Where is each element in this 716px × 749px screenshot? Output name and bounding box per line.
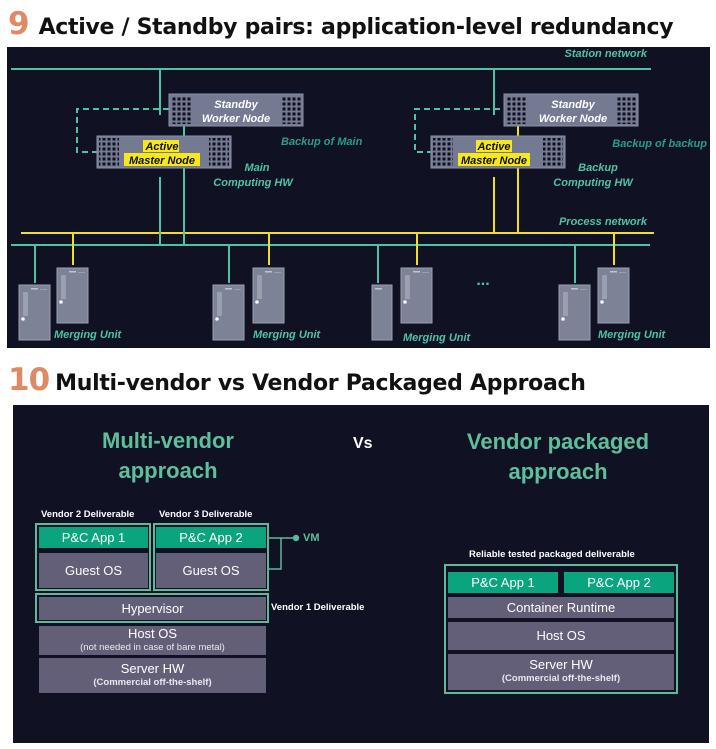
station-network-label: Station network: [564, 48, 647, 60]
more-units-ellipsis: ...: [476, 272, 489, 289]
figure-10-heading: 10 Multi-vendor vs Vendor Packaged Appro…: [8, 362, 586, 398]
vm-connector: [267, 534, 300, 570]
vendor-2-deliverable-label: Vendor 2 Deliverable: [41, 509, 135, 520]
merging-unit-4a: [558, 284, 591, 341]
redundancy-diagram: Station network Process network Standby …: [11, 48, 707, 344]
merging-unit-1a: [18, 284, 51, 341]
redundancy-diagram-panel: Station network Process network Standby …: [7, 47, 710, 348]
merging-unit-label-2: Merging Unit: [253, 329, 322, 341]
vendor-comparison-panel: Multi-vendor approach Vs Vendor packaged…: [13, 405, 709, 743]
svg-text:Active: Active: [144, 141, 178, 153]
figure-number: 9: [8, 6, 30, 42]
backup-of-main-label: Backup of Main: [281, 136, 363, 148]
svg-text:Worker Node: Worker Node: [202, 113, 270, 125]
vm-label: VM: [303, 532, 320, 544]
packaged-host-os-block: Host OS: [448, 622, 674, 650]
pc-app-2-block: P&C App 2: [156, 527, 266, 548]
figure-number: 10: [8, 362, 50, 398]
merging-unit-1b: [56, 267, 89, 324]
svg-text:Master Node: Master Node: [129, 155, 195, 167]
figure-title: Multi-vendor vs Vendor Packaged Approach: [55, 371, 586, 396]
packaged-frame: [444, 564, 678, 694]
pc-app-1-block: P&C App 1: [39, 527, 148, 548]
vendor-3-deliverable-label: Vendor 3 Deliverable: [159, 509, 253, 520]
server-hw-block: Server HW (Commercial off-the-shelf): [39, 658, 266, 693]
merging-unit-label-1: Merging Unit: [54, 329, 123, 341]
packaged-deliverable-label: Reliable tested packaged deliverable: [469, 549, 635, 560]
vendor-packaged-title: Vendor packaged approach: [466, 429, 650, 484]
merging-unit-3a: [371, 284, 393, 341]
packaged-pc-app-2-block: P&C App 2: [564, 572, 674, 593]
host-os-block: Host OS (not needed in case of bare meta…: [39, 626, 266, 655]
multi-vendor-title: Multi-vendor approach: [102, 428, 234, 483]
figure-title: Active / Standby pairs: application-leve…: [38, 15, 674, 40]
merging-unit-2b: [252, 267, 285, 324]
standby-worker-node-right: Standby Worker Node: [503, 93, 639, 127]
backup-of-backup-label: Backup of backup: [612, 138, 707, 150]
packaged-pc-app-1-block: P&C App 1: [448, 572, 558, 593]
vendor-1-deliverable-label: Vendor 1 Deliverable: [271, 602, 365, 613]
backup-computing-hw-label-2: Computing HW: [553, 177, 634, 189]
svg-text:Standby: Standby: [214, 99, 258, 111]
svg-text:Master Node: Master Node: [461, 155, 527, 167]
merging-unit-2a: [212, 284, 245, 341]
redundancy-link-left: [76, 108, 169, 153]
hypervisor-block: Hypervisor: [39, 597, 266, 620]
svg-text:Standby: Standby: [551, 99, 595, 111]
svg-text:Active: Active: [476, 141, 510, 153]
guest-os-block-1: Guest OS: [39, 553, 148, 588]
main-computing-hw-label-2: Computing HW: [213, 177, 294, 189]
guest-os-block-2: Guest OS: [156, 553, 266, 588]
figure-9-heading: 9 Active / Standby pairs: application-le…: [8, 6, 674, 42]
vendor-2-frame: [35, 523, 151, 591]
vs-label: Vs: [353, 435, 373, 452]
merging-unit-label-3: Merging Unit: [403, 332, 472, 344]
process-network-label: Process network: [559, 216, 648, 228]
merging-unit-3b: [400, 267, 433, 324]
merging-unit-4b: [597, 267, 630, 324]
active-master-node-left: Active Master Node: [96, 135, 232, 169]
packaged-server-hw-block: Server HW (Commercial off-the-shelf): [448, 654, 674, 690]
standby-worker-node-left: Standby Worker Node: [168, 93, 304, 127]
vendor-3-frame: [153, 523, 269, 591]
merging-unit-label-4: Merging Unit: [598, 329, 667, 341]
vendor-1-frame: [35, 593, 269, 623]
active-master-node-right: Active Master Node: [430, 135, 566, 169]
main-computing-hw-label-1: Main: [244, 162, 269, 174]
svg-text:Worker Node: Worker Node: [539, 113, 607, 125]
container-runtime-block: Container Runtime: [448, 597, 674, 618]
backup-computing-hw-label-1: Backup: [578, 162, 618, 174]
